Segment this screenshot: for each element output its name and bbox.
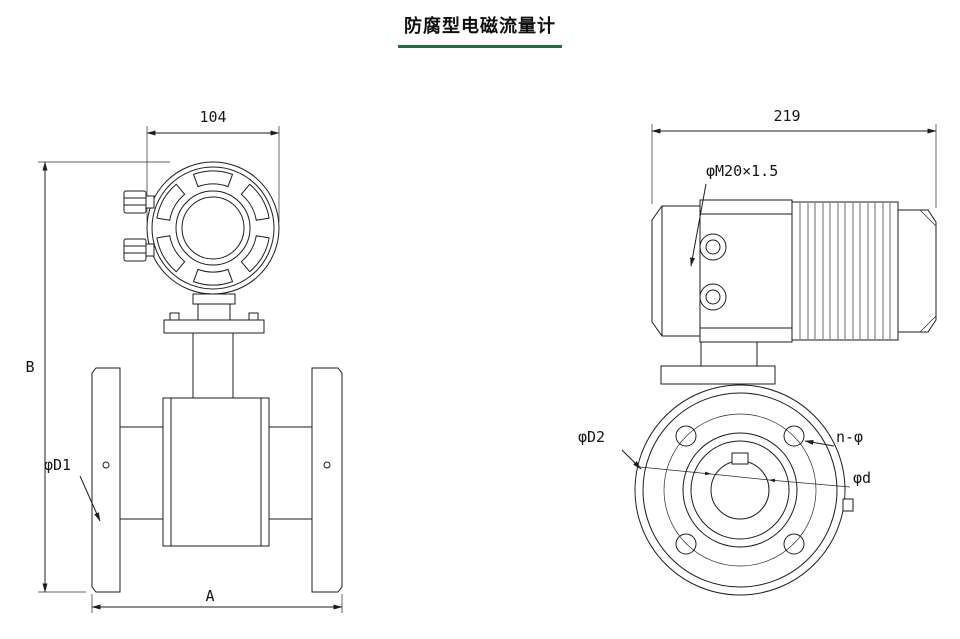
front-dim-width-label: 104: [199, 108, 226, 126]
bolt-hole: [783, 425, 805, 447]
side-dim-width-label: 219: [773, 107, 800, 125]
body-cylinder: [162, 397, 270, 547]
left-flange: [91, 367, 121, 593]
thread-label-text: φM20×1.5: [706, 162, 778, 180]
side-dim-bore: φd: [639, 466, 871, 488]
front-dim-height: B: [25, 161, 170, 593]
side-dim-d2: φD2: [578, 428, 642, 470]
keyway: [731, 452, 749, 465]
front-view: 104: [25, 108, 343, 613]
page-title: 防腐型电磁流量计: [0, 12, 960, 48]
right-flange: [311, 367, 343, 593]
bolt-hole: [675, 425, 697, 447]
bolt-circle: [663, 413, 817, 567]
housing-right-cap: [897, 209, 937, 333]
bore-label-text: φd: [853, 469, 871, 487]
side-support: [660, 341, 776, 385]
side-thread-label: φM20×1.5: [690, 162, 778, 267]
housing-left-cap: [651, 205, 701, 337]
cable-glands-front: [123, 190, 155, 262]
d2-label-text: φD2: [578, 428, 605, 446]
converter-housing-side: [651, 199, 937, 343]
front-dim-a-label: A: [205, 587, 214, 605]
bolt-hole: [783, 533, 805, 555]
housing-mid-section: [699, 199, 793, 343]
bolt-hole: [675, 533, 697, 555]
neck-mount: [163, 293, 265, 399]
front-dim-d1-label: φD1: [44, 456, 71, 474]
cable-entry-top: [699, 233, 727, 261]
side-dim-width: 219: [651, 107, 937, 208]
flange-face-view: [634, 384, 854, 596]
front-dim-width-bottom: A: [91, 587, 343, 613]
converter-head: [146, 161, 280, 295]
display-window: [175, 190, 251, 266]
holes-label-text: n-φ: [836, 428, 863, 446]
cable-entry-bottom: [699, 283, 727, 311]
left-hub: [119, 426, 164, 520]
flange-outer-circle: [634, 384, 846, 596]
grounding-tab: [842, 498, 854, 512]
front-dim-width: 104: [146, 108, 280, 222]
side-dim-holes: n-φ: [804, 428, 863, 447]
side-view: 219: [578, 107, 937, 596]
front-dim-d1: φD1: [44, 456, 101, 522]
right-hub: [268, 426, 313, 520]
title-text: 防腐型电磁流量计: [398, 12, 562, 48]
center-bore: [710, 460, 770, 520]
front-dim-height-label: B: [25, 358, 34, 376]
flowtube-body: [91, 367, 343, 593]
